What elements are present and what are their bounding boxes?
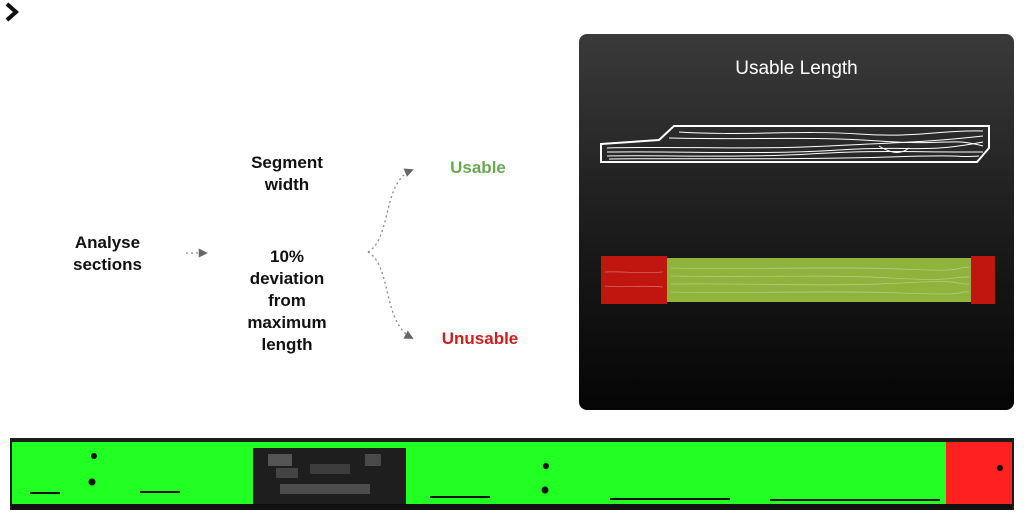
arrow-to-usable xyxy=(367,168,414,253)
unusable-segment-left xyxy=(601,256,667,304)
usable-length-panel: Usable Length xyxy=(579,34,1014,410)
unusable-segment-right xyxy=(971,256,995,304)
scan-usable-region xyxy=(12,442,946,504)
chevron-right-icon xyxy=(5,2,20,22)
arrow-to-unusable xyxy=(367,251,414,339)
unusable-outcome-label: Unusable xyxy=(441,329,519,348)
scan-label-patch xyxy=(253,448,406,504)
board-outline-drawing xyxy=(600,125,990,163)
analyse-sections-label: Analyse sections xyxy=(73,233,142,274)
scan-unusable-region xyxy=(946,442,1012,504)
flow-arrows xyxy=(186,168,414,339)
usable-segment xyxy=(667,258,971,302)
panel-title: Usable Length xyxy=(735,58,858,79)
board-scan-image xyxy=(10,438,1014,510)
segment-width-label: Segment width xyxy=(251,153,323,194)
board-usable-segments xyxy=(601,256,995,304)
deviation-label: 10% deviation from maximum length xyxy=(247,247,327,354)
usable-outcome-label: Usable xyxy=(450,158,506,177)
